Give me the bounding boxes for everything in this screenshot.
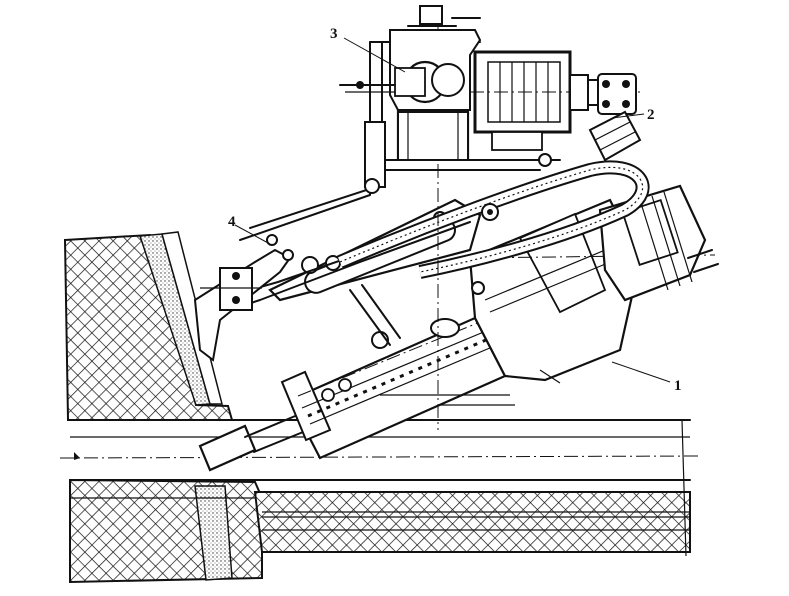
callout-2-label: 2: [647, 107, 655, 123]
hinge-bracket: [193, 234, 294, 362]
callout-1-label: 1: [674, 378, 682, 394]
furnace-wall-lower-left: [69, 478, 263, 584]
hose-chain-loop: [337, 160, 650, 279]
drill-motor: [598, 184, 719, 302]
flange-coupling: [588, 73, 642, 162]
furnace-wall-upper-left: [63, 231, 234, 421]
drill-barrel: [280, 316, 507, 460]
callout-1: 1: [611, 361, 682, 394]
furnace-floor-lining: [253, 491, 691, 553]
lower-drum: [397, 111, 469, 161]
callout-3-label: 3: [330, 26, 338, 42]
callout-3: 3: [330, 26, 406, 73]
drill-bit: [198, 413, 309, 472]
callout-2: 2: [611, 107, 655, 123]
electric-motor: [470, 50, 640, 167]
callout-4: 4: [228, 214, 271, 245]
drive-motor-coupling: [339, 60, 465, 104]
callout-4-label: 4: [228, 214, 236, 230]
